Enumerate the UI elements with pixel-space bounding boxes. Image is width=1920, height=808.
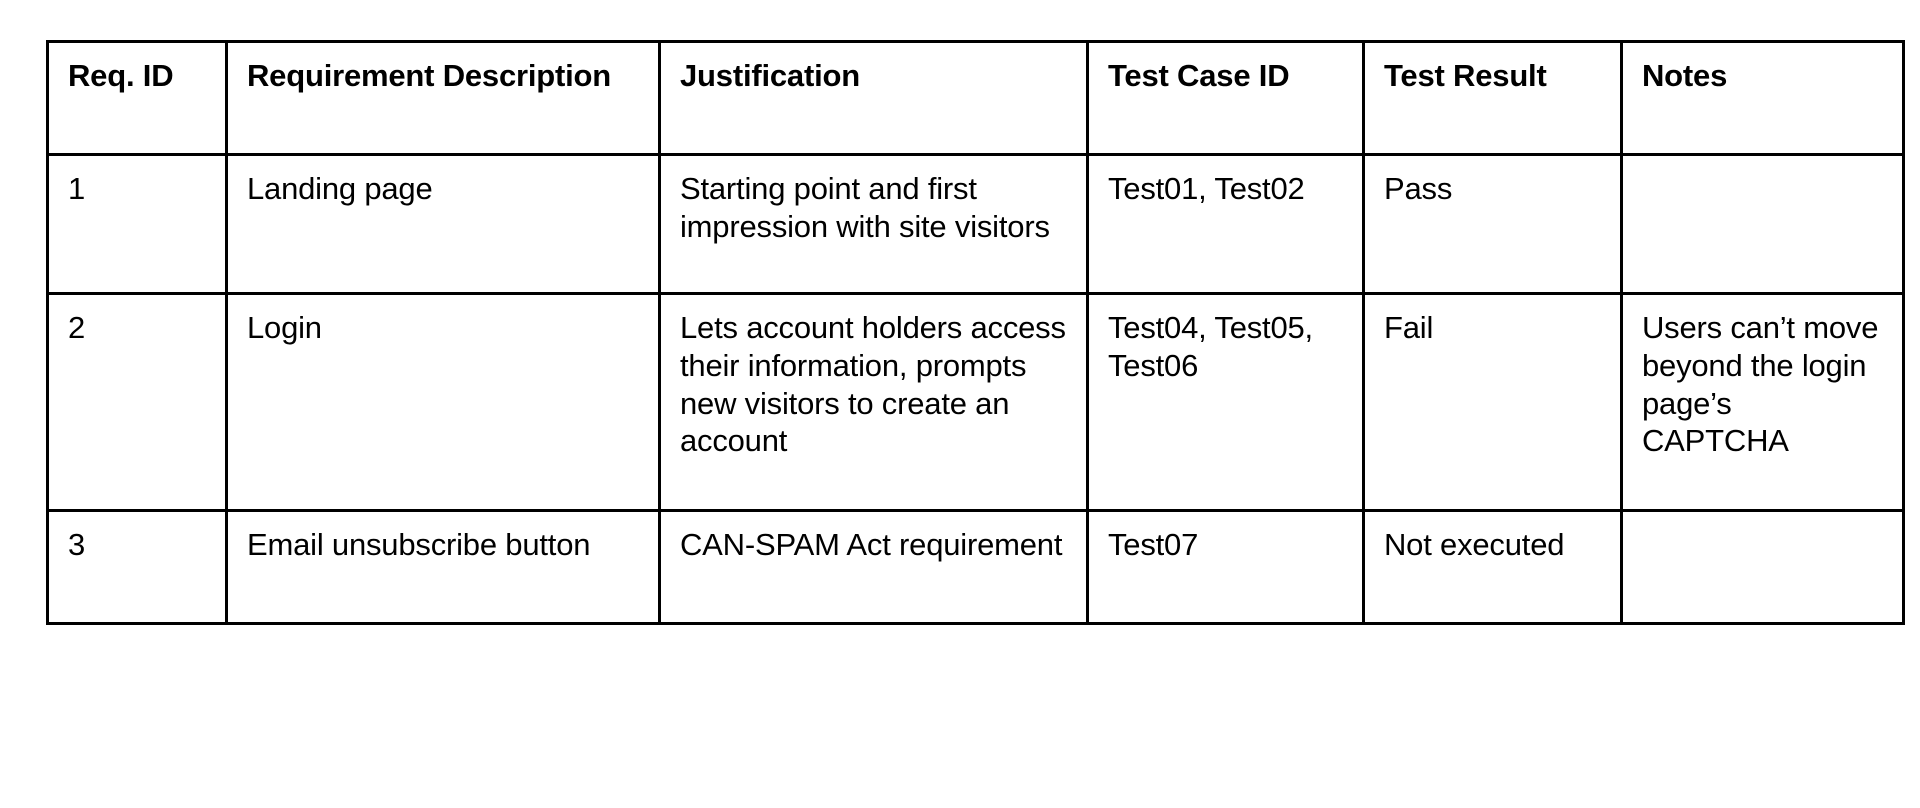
cell-justification: Starting point and first impression with… (658, 153, 1089, 295)
cell-test-case-id: Test07 (1086, 509, 1365, 625)
table-header-row: Req. ID Requirement Description Justific… (46, 40, 1905, 156)
test-result-value: Fail (1384, 310, 1434, 345)
test-result-value: Not executed (1384, 527, 1565, 562)
cell-req-id: 1 (46, 153, 228, 295)
requirements-traceability-table: Req. ID Requirement Description Justific… (46, 40, 1905, 625)
table-row: 3 Email unsubscribe button CAN-SPAM Act … (46, 509, 1905, 625)
column-header-req-id: Req. ID (46, 40, 228, 156)
cell-test-result: Not executed (1362, 509, 1623, 625)
justification-value: Starting point and first impression with… (680, 171, 1050, 244)
column-header-test-case-id: Test Case ID (1086, 40, 1365, 156)
justification-value: Lets account holders access their inform… (680, 310, 1066, 459)
cell-req-id: 2 (46, 292, 228, 512)
cell-test-result: Fail (1362, 292, 1623, 512)
column-header-test-result-label: Test Result (1384, 58, 1547, 93)
notes-value (1642, 170, 1884, 171)
cell-req-id: 3 (46, 509, 228, 625)
table-body: 1 Landing page Starting point and first … (46, 153, 1905, 625)
cell-justification: Lets account holders access their inform… (658, 292, 1089, 512)
req-id-value: 3 (68, 527, 86, 562)
requirement-description-value: Email unsubscribe button (247, 527, 591, 562)
test-case-id-value: Test07 (1108, 527, 1199, 562)
column-header-requirement-description-label: Requirement Description (247, 58, 612, 93)
cell-requirement-description: Login (225, 292, 661, 512)
column-header-notes: Notes (1620, 40, 1905, 156)
table-row: 1 Landing page Starting point and first … (46, 153, 1905, 295)
justification-value: CAN-SPAM Act requirement (680, 527, 1063, 562)
notes-value (1642, 526, 1884, 527)
table-header: Req. ID Requirement Description Justific… (46, 40, 1905, 156)
column-header-test-case-id-label: Test Case ID (1108, 58, 1290, 93)
cell-notes (1620, 153, 1905, 295)
cell-notes (1620, 509, 1905, 625)
table-row: 2 Login Lets account holders access thei… (46, 292, 1905, 512)
cell-justification: CAN-SPAM Act requirement (658, 509, 1089, 625)
cell-requirement-description: Landing page (225, 153, 661, 295)
cell-test-result: Pass (1362, 153, 1623, 295)
cell-test-case-id: Test04, Test05, Test06 (1086, 292, 1365, 512)
cell-notes: Users can’t move beyond the login page’s… (1620, 292, 1905, 512)
column-header-test-result: Test Result (1362, 40, 1623, 156)
requirement-description-value: Login (247, 310, 322, 345)
requirements-table-container: Req. ID Requirement Description Justific… (46, 40, 1905, 625)
req-id-value: 2 (68, 310, 86, 345)
req-id-value: 1 (68, 171, 86, 206)
requirement-description-value: Landing page (247, 171, 433, 206)
test-case-id-value: Test04, Test05, Test06 (1108, 310, 1313, 383)
column-header-requirement-description: Requirement Description (225, 40, 661, 156)
test-case-id-value: Test01, Test02 (1108, 171, 1305, 206)
column-header-justification-label: Justification (680, 58, 860, 93)
column-header-justification: Justification (658, 40, 1089, 156)
column-header-notes-label: Notes (1642, 58, 1728, 93)
cell-test-case-id: Test01, Test02 (1086, 153, 1365, 295)
test-result-value: Pass (1384, 171, 1453, 206)
notes-value: Users can’t move beyond the login page’s… (1642, 310, 1879, 459)
column-header-req-id-label: Req. ID (68, 58, 174, 93)
cell-requirement-description: Email unsubscribe button (225, 509, 661, 625)
